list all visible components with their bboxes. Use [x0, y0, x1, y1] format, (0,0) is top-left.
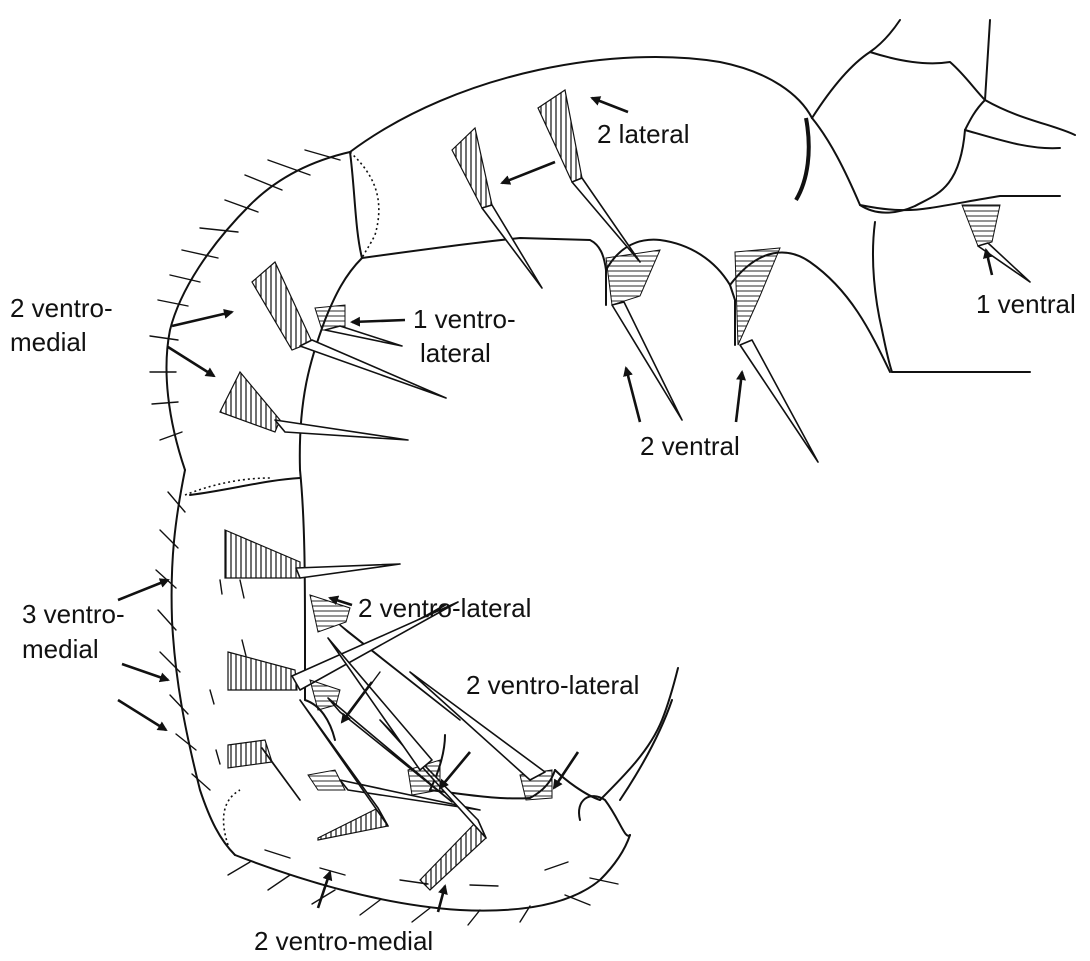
arrow-2-ventrolateral-lower-a — [440, 752, 470, 788]
arrow-2-ventromedial-bottom-a — [318, 872, 330, 908]
leg-outline — [166, 20, 1075, 911]
arrow-2-lateral — [592, 98, 628, 112]
label-1-ventral: 1 ventral — [976, 289, 1076, 319]
arrow-2-ventral-b — [736, 372, 742, 422]
label-2-ventromedial-upper-1: 2 ventro- — [10, 293, 113, 323]
label-1-ventrolateral-2: lateral — [420, 338, 491, 368]
label-2-ventromedial-upper-2: medial — [10, 327, 87, 357]
label-1-ventrolateral-1: 1 ventro- — [413, 304, 516, 334]
arrow-2-lateral-2 — [502, 162, 555, 183]
arrow-2-ventromedial-upper-a — [172, 312, 232, 326]
arrow-2-ventrolateral-lower-b — [554, 752, 578, 788]
label-2-ventrolateral-lower: 2 ventro-lateral — [466, 670, 639, 700]
label-2-ventromedial-bottom: 2 ventro-medial — [254, 926, 433, 956]
label-3-ventromedial-2: medial — [22, 634, 99, 664]
labels: 2 lateral 1 ventral 2 ventro- medial 1 v… — [10, 119, 1076, 956]
arrow-3-ventromedial-c — [118, 700, 166, 730]
arrow-2-ventral-a — [626, 368, 640, 422]
label-2-ventral: 2 ventral — [640, 431, 740, 461]
label-2-lateral: 2 lateral — [597, 119, 690, 149]
setae-hairs — [150, 150, 618, 925]
arrow-3-ventromedial-b — [122, 664, 168, 680]
label-3-ventromedial-1: 3 ventro- — [22, 599, 125, 629]
arrow-3-ventromedial-a — [118, 580, 168, 600]
label-2-ventrolateral-upper: 2 ventro-lateral — [358, 593, 531, 623]
pointer-arrows — [118, 98, 992, 912]
arrow-1-ventrolateral — [352, 320, 405, 322]
